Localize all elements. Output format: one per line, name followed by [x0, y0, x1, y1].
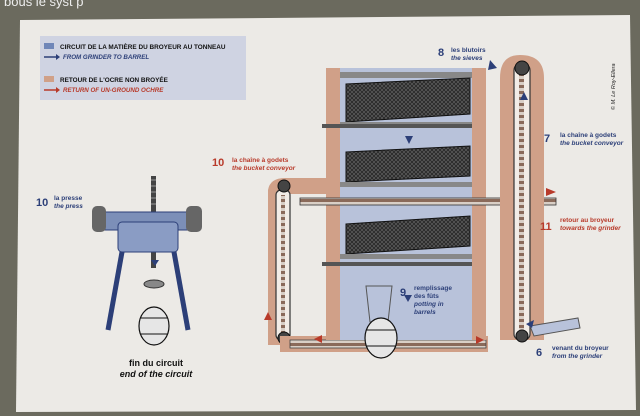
press-screw-threads	[151, 179, 156, 205]
label-conveyor-right-en: the bucket conveyor	[560, 140, 624, 147]
legend-brown-swatch	[44, 76, 54, 82]
sieve-3	[322, 215, 472, 266]
label-press-fr: la presse	[54, 195, 83, 202]
press-right-leg	[171, 251, 191, 331]
sieve-2-tray	[340, 182, 472, 187]
label-bucket-conveyor-left: 10 la chaîne à godets the bucket conveyo…	[212, 157, 296, 172]
sieve-3-rod	[322, 262, 472, 266]
end-barrel	[138, 306, 170, 346]
left-conveyor-chain	[281, 195, 285, 335]
label-conveyor-left-en: the bucket conveyor	[232, 165, 296, 172]
label-barrel-filling: 9 remplissage des fûts potting in barrel…	[400, 285, 452, 316]
label-sieves-number: 8	[438, 47, 444, 59]
flow-arrow-up	[520, 92, 528, 100]
press-plate	[143, 279, 165, 289]
red-arrow-bottom	[314, 335, 322, 343]
label-from-grinder: 6 venant du broyeur from the grinder	[536, 345, 609, 360]
label-sieves-fr: les blutoirs	[451, 47, 486, 54]
label-end-fr: fin du circuit	[129, 358, 183, 368]
legend-box	[40, 36, 246, 100]
label-bucket-conveyor-right: 7 la chaîne à godets the bucket conveyor	[544, 132, 624, 147]
label-end-circuit: fin du circuit end of the circuit	[120, 358, 194, 379]
label-press-number: 10	[36, 197, 48, 209]
label-conveyor-left-fr: la chaîne à godets	[232, 157, 289, 164]
label-press: 10 la presse the press	[36, 195, 83, 210]
label-filling-fr-2: des fûts	[414, 293, 439, 300]
red-flow-arrows	[264, 188, 556, 344]
label-sieves-en: the sieves	[451, 55, 483, 62]
label-grinder-en: from the grinder	[552, 353, 603, 360]
blue-flow-arrows	[404, 60, 534, 328]
sieve-2	[340, 145, 472, 187]
sieve-3-tray	[340, 254, 472, 259]
legend-circuit-en: FROM GRINDER TO BARREL	[63, 54, 149, 61]
left-bucket-conveyor	[268, 178, 326, 345]
label-return-number: 11	[540, 221, 552, 233]
sieve-1-rod	[322, 124, 472, 128]
red-arrow-left	[264, 312, 272, 320]
legend-circuit-fr: CIRCUIT DE LA MATIÈRE DU BROYEUR AU TONN…	[60, 42, 226, 51]
right-bottom-pulley	[515, 329, 529, 343]
label-conveyor-right-number: 7	[544, 133, 550, 145]
press-right-wheel	[186, 206, 202, 232]
right-bucket-conveyor	[500, 55, 581, 343]
flow-arrow-inlet	[526, 320, 534, 328]
label-press-en: the press	[54, 203, 83, 210]
label-filling-number: 9	[400, 287, 406, 299]
label-end-en: end of the circuit	[120, 369, 194, 379]
label-grinder-number: 6	[536, 347, 542, 359]
filling-barrel	[364, 317, 398, 359]
label-filling-en-1: potting in	[413, 301, 444, 308]
label-filling-en-2: barrels	[414, 309, 436, 316]
flow-arrow-mid	[405, 136, 413, 144]
barrel-filling	[364, 285, 398, 359]
sieve-2-mesh	[345, 145, 471, 183]
press-left-wheel	[92, 206, 106, 232]
press-left-leg	[105, 251, 125, 331]
label-return-grinder: 11 retour au broyeur towards the grinder	[540, 217, 621, 233]
legend: CIRCUIT DE LA MATIÈRE DU BROYEUR AU TONN…	[40, 36, 246, 100]
label-return-fr: retour au broyeur	[560, 217, 615, 224]
sieve-1	[322, 77, 472, 128]
press-machine	[92, 176, 202, 331]
flow-arrow-hopper	[404, 295, 412, 302]
filling-hopper	[365, 285, 393, 323]
right-conveyor-chain	[519, 72, 524, 334]
label-conveyor-left-number: 10	[212, 157, 224, 169]
red-arrow-bottom-right	[476, 336, 484, 344]
label-conveyor-right-fr: la chaîne à godets	[560, 132, 617, 139]
label-return-en: towards the grinder	[560, 225, 621, 232]
header-text: bous le syst p	[4, 0, 84, 9]
red-arrow-grinder	[546, 188, 556, 196]
return-screw-conveyor	[299, 197, 557, 206]
press-head	[117, 221, 179, 253]
legend-blue-swatch	[44, 43, 54, 49]
right-top-pulley	[514, 60, 530, 76]
left-top-pulley	[277, 179, 291, 193]
credit-text: © M. Le Roy-Ellera	[610, 63, 617, 110]
label-sieves: 8 les blutoirs the sieves	[438, 47, 486, 62]
legend-return-en: RETURN OF UN-GROUND OCHRE	[63, 87, 164, 94]
label-filling-fr-1: remplissage	[414, 285, 452, 292]
press-barrel	[138, 306, 170, 346]
legend-red-arrowhead	[56, 87, 60, 93]
sieve-3-mesh	[345, 215, 471, 255]
legend-blue-arrowhead	[56, 54, 60, 60]
press-down-arrow	[151, 260, 159, 266]
label-grinder-fr: venant du broyeur	[552, 345, 609, 352]
sieve-1-mesh	[345, 77, 471, 123]
legend-return-fr: RETOUR DE L'OCRE NON BROYÉE	[60, 75, 169, 84]
grinder-inlet-chute	[529, 317, 581, 337]
cabinet-top	[340, 72, 472, 78]
flow-arrow-top	[488, 60, 497, 70]
